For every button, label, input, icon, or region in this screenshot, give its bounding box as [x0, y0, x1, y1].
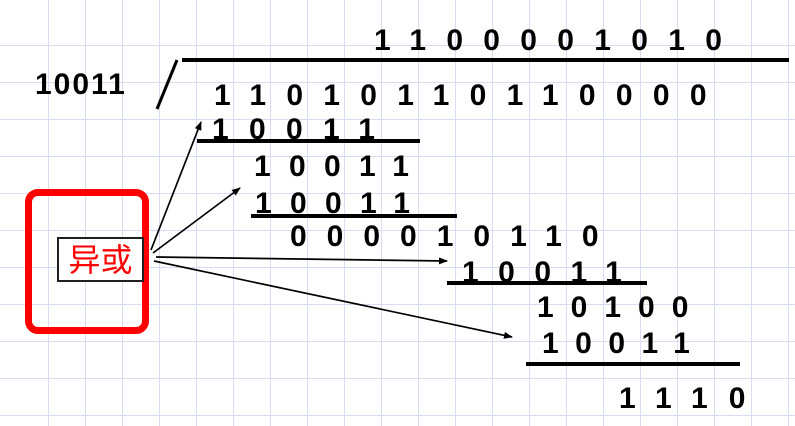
xor-arrow-4 [153, 260, 513, 339]
xor-subtrahend-4: 10011 [542, 327, 707, 360]
xor-label-text: 异或 [68, 241, 133, 278]
working-value-1: 10011 [254, 150, 428, 183]
dividend-row: 11010110110000 [214, 79, 727, 112]
quotient-row: 1100001010 [374, 24, 743, 57]
division-slash [155, 59, 179, 110]
xor-arrow-1 [150, 121, 202, 251]
subtraction-line-4 [526, 362, 740, 366]
xor-subtrahend-2: 10011 [255, 187, 429, 220]
xor-arrow-2 [152, 187, 241, 254]
subtraction-line-3 [447, 281, 647, 285]
division-bracket-line [182, 58, 789, 62]
subtraction-line-1 [197, 139, 420, 143]
xor-arrow-3 [155, 256, 448, 265]
xor-label-box: 异或 [57, 237, 144, 282]
remainder-row: 1110 [619, 382, 767, 415]
working-value-2: 000010110 [290, 220, 619, 253]
divisor-label: 10011 [35, 68, 127, 101]
subtraction-line-2 [251, 214, 457, 218]
working-value-3: 10100 [537, 291, 706, 324]
xor-highlight-box [25, 189, 149, 334]
